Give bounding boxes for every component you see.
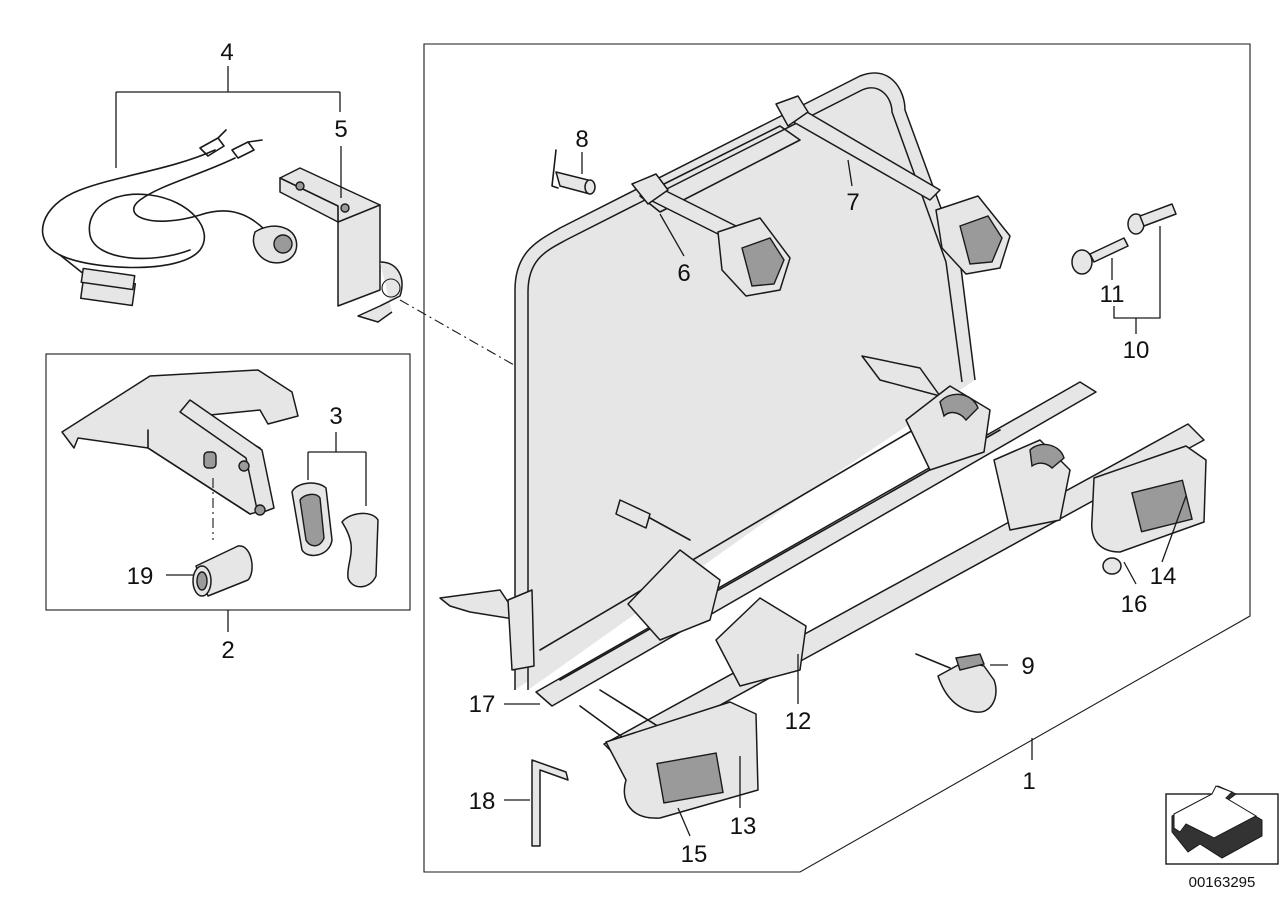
callout-9: 9 xyxy=(1021,653,1034,680)
callout-18: 18 xyxy=(469,788,496,815)
callout-3: 3 xyxy=(329,403,342,430)
orientation-arrow-icon xyxy=(1165,785,1279,865)
callout-7: 7 xyxy=(846,189,859,216)
wheel-holders xyxy=(627,385,1071,687)
lock-cylinder-10 xyxy=(1127,203,1177,235)
tail-lights xyxy=(605,445,1207,819)
strap-9 xyxy=(915,653,997,713)
callout-16: 16 xyxy=(1121,591,1148,618)
key-11 xyxy=(1071,237,1129,275)
leader-6 xyxy=(659,213,685,257)
wiring-harness xyxy=(41,129,298,307)
callout-8: 8 xyxy=(575,126,588,153)
carrier-frame xyxy=(514,72,1011,690)
mounting-bracket xyxy=(279,167,403,323)
leader-3 xyxy=(307,432,367,506)
end-caps xyxy=(291,482,379,588)
callout-5: 5 xyxy=(334,116,347,143)
allen-key-18 xyxy=(531,759,569,847)
leader-16 xyxy=(1123,561,1137,585)
callout-19: 19 xyxy=(127,563,154,590)
leader-14 xyxy=(1161,495,1187,563)
callout-10: 10 xyxy=(1123,337,1150,364)
callout-14: 14 xyxy=(1150,563,1177,590)
lamp-holder-bracket xyxy=(61,369,299,540)
callout-11: 11 xyxy=(1100,281,1125,308)
callout-15: 15 xyxy=(681,841,708,868)
callout-2: 2 xyxy=(221,637,234,664)
catalog-number: 00163295 xyxy=(1189,874,1256,891)
callout-6: 6 xyxy=(677,260,690,287)
callout-17: 17 xyxy=(469,691,496,718)
pin-8 xyxy=(551,149,596,195)
plug xyxy=(615,499,691,541)
callout-12: 12 xyxy=(785,708,812,735)
callout-4: 4 xyxy=(220,39,233,66)
cap-19 xyxy=(192,545,253,597)
callout-1: 1 xyxy=(1022,768,1035,795)
leader-10 xyxy=(1113,226,1161,334)
leader-7 xyxy=(847,159,853,187)
leader-4 xyxy=(115,91,341,168)
assembly-frame xyxy=(423,43,1251,873)
callout-13: 13 xyxy=(730,813,757,840)
leader-15 xyxy=(677,807,691,837)
